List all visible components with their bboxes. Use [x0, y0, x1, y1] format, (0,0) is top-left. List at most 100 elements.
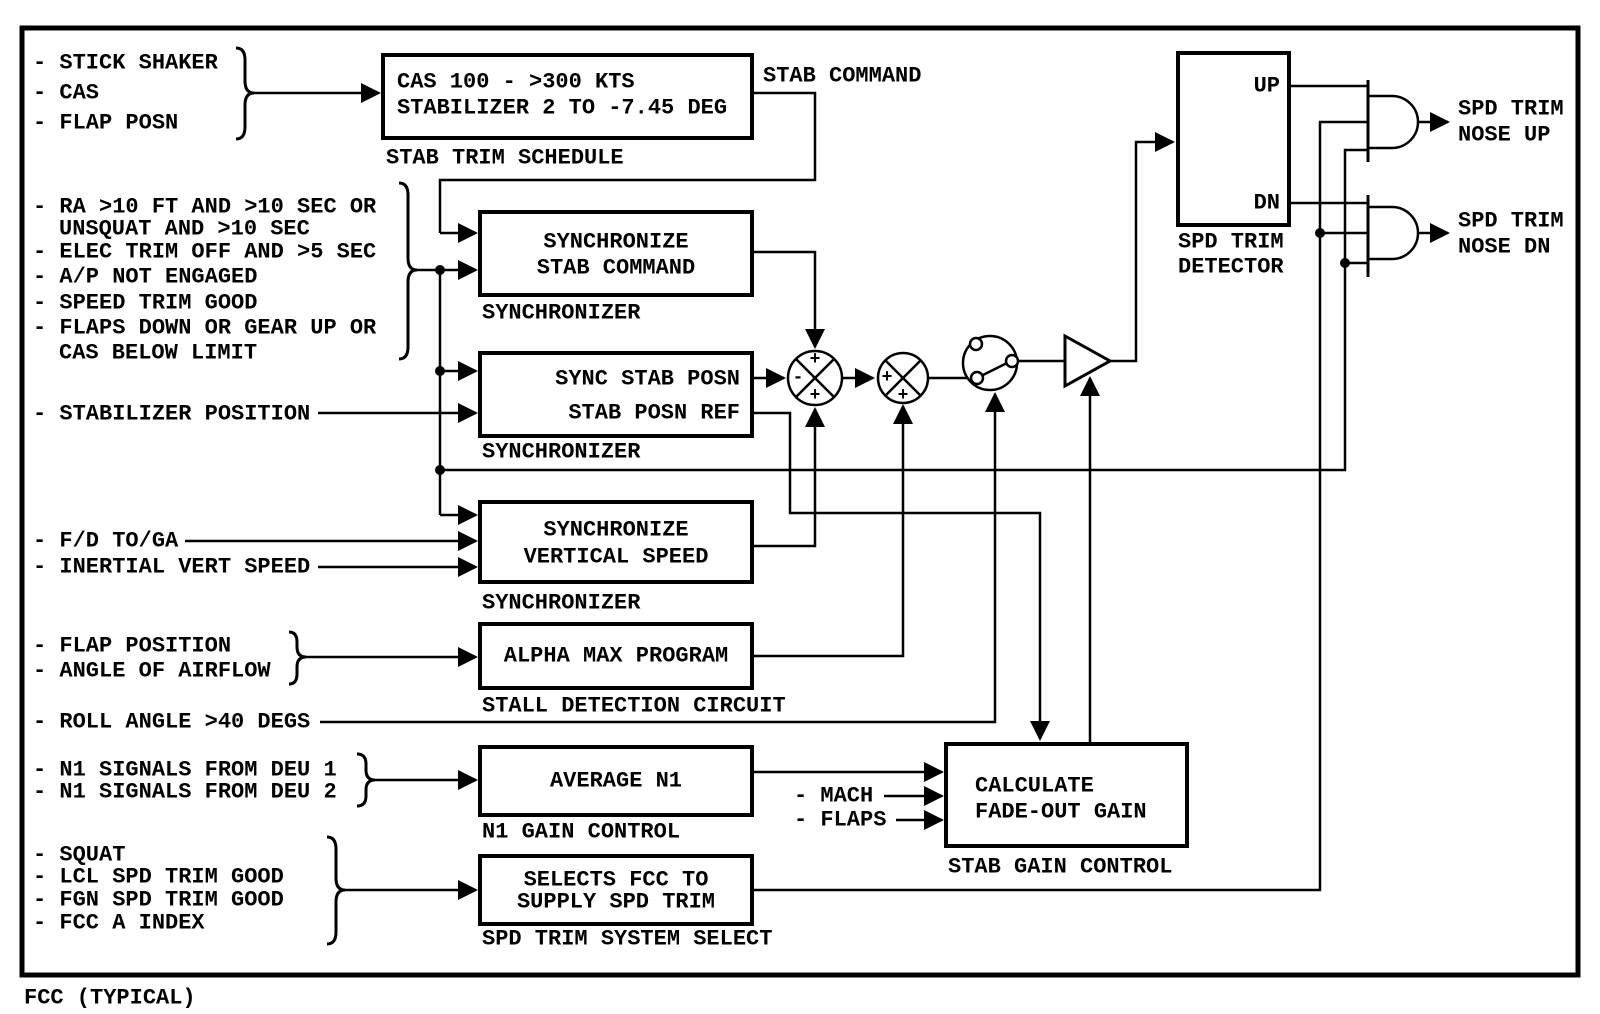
sign-plus: + [882, 368, 893, 388]
wire-alpha-to-sum2 [752, 404, 913, 658]
input-label: - LCL SPD TRIM GOOD [33, 865, 284, 890]
output-label: NOSE DN [1458, 235, 1550, 260]
summing-junction-2: + + [876, 351, 930, 406]
and-gate-nose-dn [1366, 195, 1420, 277]
box-text: AVERAGE N1 [550, 769, 682, 794]
input-label: - FLAPS DOWN OR GEAR UP OR [33, 316, 377, 341]
amplifier-triangle [1063, 333, 1114, 389]
input-label-inertial-vert-speed: - INERTIAL VERT SPEED [33, 555, 310, 580]
input-label: - STICK SHAKER [33, 51, 219, 76]
detector-port-up: UP [1254, 74, 1280, 99]
box-spd-trim-select: SELECTS FCC TO SUPPLY SPD TRIM SPD TRIM … [478, 854, 772, 952]
switch-contact [969, 370, 985, 386]
input-label: UNSQUAT AND >10 SEC [59, 217, 310, 242]
switch-symbol [961, 334, 1020, 392]
input-label: - SPEED TRIM GOOD [33, 291, 257, 316]
wires [185, 83, 1450, 900]
box-outline [478, 500, 754, 584]
box-sync-stab-command: SYNCHRONIZE STAB COMMAND SYNCHRONIZER [478, 210, 754, 326]
output-nose-dn: SPD TRIM NOSE DN [1458, 209, 1564, 260]
junction-dot [1315, 228, 1325, 238]
input-label: - N1 SIGNALS FROM DEU 1 [33, 758, 337, 783]
box-text: STABILIZER 2 TO -7.45 DEG [397, 96, 727, 121]
wire-sync-cmd-to-sum1 [752, 250, 825, 349]
input-label: - FLAP POSN [33, 111, 178, 136]
brace [288, 630, 307, 686]
wire-stab-command-route [438, 91, 817, 233]
wire-roll-to-switch [320, 392, 1005, 724]
and-gate-nose-up [1366, 80, 1420, 162]
input-group-select: - SQUAT - LCL SPD TRIM GOOD - FGN SPD TR… [33, 835, 346, 946]
box-outline [478, 745, 754, 817]
box-label: STALL DETECTION CIRCUIT [482, 694, 786, 719]
box-text: VERTICAL SPEED [524, 545, 709, 570]
box-text: SYNCHRONIZE [543, 518, 688, 543]
input-group-schedule: - STICK SHAKER - CAS - FLAP POSN [33, 46, 255, 141]
input-label: - A/P NOT ENGAGED [33, 265, 257, 290]
box-label: STAB TRIM SCHEDULE [386, 146, 624, 171]
box-label: DETECTOR [1178, 255, 1284, 280]
box-outline [478, 622, 754, 690]
sign-plus: + [898, 386, 909, 406]
brace [326, 835, 346, 946]
box-text: SYNC STAB POSN [555, 367, 740, 392]
box-text: CALCULATE [975, 774, 1094, 799]
box-label: N1 GAIN CONTROL [482, 820, 680, 845]
output-label: SPD TRIM [1458, 97, 1564, 122]
box-text: STAB POSN REF [568, 401, 740, 426]
box-outline [381, 53, 754, 140]
box-average-n1: AVERAGE N1 N1 GAIN CONTROL [478, 745, 754, 845]
switch-blade [980, 360, 1010, 378]
diagram-title: FCC (TYPICAL) [24, 986, 196, 1011]
box-label: SPD TRIM [1178, 230, 1284, 255]
box-outline [944, 742, 1189, 848]
summer-cross [885, 360, 921, 396]
input-label-roll-angle: - ROLL ANGLE >40 DEGS [33, 710, 310, 735]
box-alpha-max: ALPHA MAX PROGRAM STALL DETECTION CIRCUI… [478, 622, 786, 719]
input-label: - FCC A INDEX [33, 911, 205, 936]
input-label-mach: - MACH [794, 784, 873, 809]
gate-body [1368, 205, 1420, 261]
input-label: - N1 SIGNALS FROM DEU 2 [33, 780, 337, 805]
sign-plus: + [810, 350, 821, 370]
brace [356, 752, 376, 808]
input-label: - FLAP POSITION [33, 634, 231, 659]
box-label: SPD TRIM SYSTEM SELECT [482, 927, 772, 952]
input-group-n1: - N1 SIGNALS FROM DEU 1 - N1 SIGNALS FRO… [33, 752, 376, 808]
input-label: - ELEC TRIM OFF AND >5 SEC [33, 240, 376, 265]
input-label: CAS BELOW LIMIT [59, 341, 257, 366]
output-nose-up: SPD TRIM NOSE UP [1458, 97, 1564, 148]
box-label: SYNCHRONIZER [482, 591, 641, 616]
input-label: - CAS [33, 81, 99, 106]
input-label: - RA >10 FT AND >10 SEC OR [33, 195, 377, 220]
junction-dot [435, 465, 445, 475]
box-spd-trim-detector: UP DN SPD TRIM DETECTOR [1176, 51, 1291, 280]
stab-command-annotation: STAB COMMAND [763, 64, 921, 89]
sign-minus: - [793, 368, 804, 388]
box-label: SYNCHRONIZER [482, 301, 641, 326]
box-label: SYNCHRONIZER [482, 440, 641, 465]
box-text: CAS 100 - >300 KTS [397, 70, 635, 95]
switch-contact [968, 336, 984, 352]
box-text: SYNCHRONIZE [543, 230, 688, 255]
junction-dot [435, 366, 445, 376]
diagram-border [19, 25, 1581, 978]
wire-select-to-and-gates [752, 120, 1368, 892]
box-text: FADE-OUT GAIN [975, 800, 1147, 825]
input-label-flaps: - FLAPS [794, 808, 886, 833]
junction-dot [1340, 258, 1350, 268]
box-fadeout-gain: CALCULATE FADE-OUT GAIN STAB GAIN CONTRO… [944, 742, 1189, 880]
input-label-fd-toga: - F/D TO/GA [33, 529, 179, 554]
wire-vs-to-sum1 [752, 407, 825, 548]
box-label: STAB GAIN CONTROL [948, 855, 1172, 880]
input-label: - FGN SPD TRIM GOOD [33, 888, 284, 913]
brace [235, 46, 255, 141]
switch-contact [1004, 353, 1020, 369]
detector-port-dn: DN [1254, 191, 1280, 216]
wire-posn-ref-to-gain [752, 411, 1050, 741]
sign-plus: + [810, 386, 821, 406]
box-text: STAB COMMAND [537, 256, 695, 281]
box-text: ALPHA MAX PROGRAM [504, 644, 728, 669]
gate-body [1368, 94, 1420, 150]
input-label-stabilizer-position: - STABILIZER POSITION [33, 402, 310, 427]
